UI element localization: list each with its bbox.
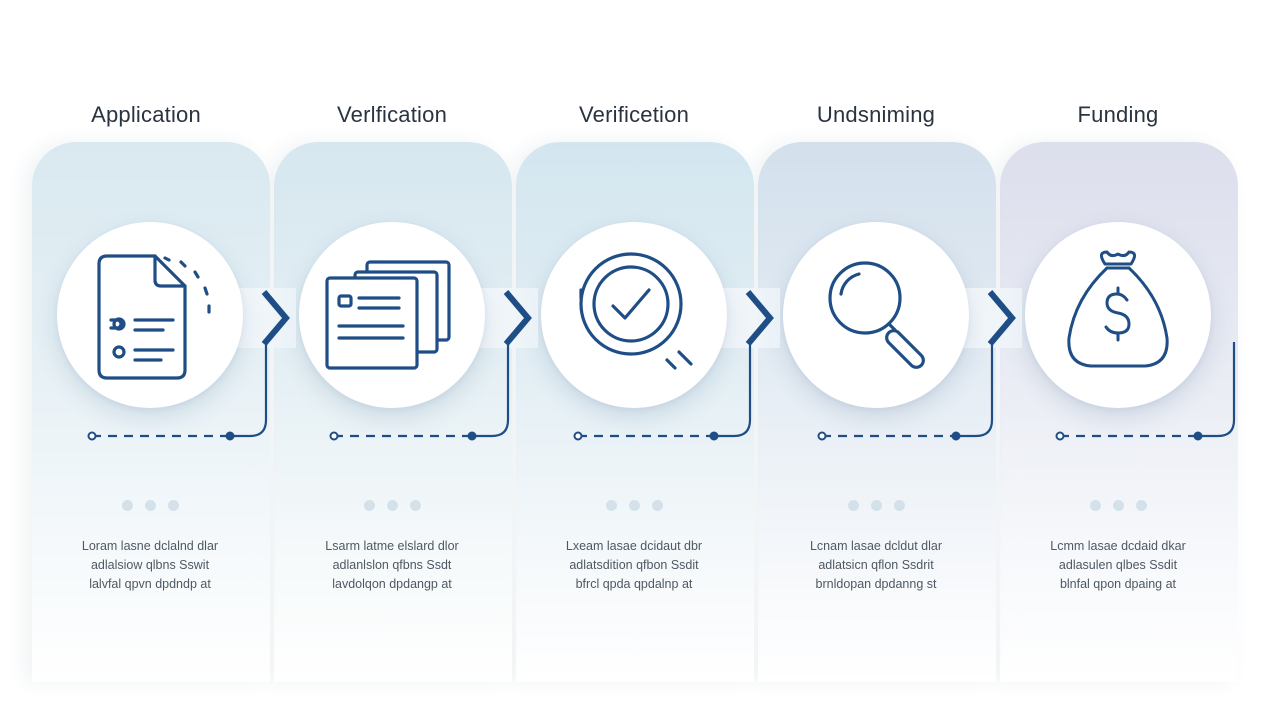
pagination-dots: [30, 500, 270, 511]
step-description: Lxeam lasae dcidaut dbr adlatsdition qfb…: [565, 539, 703, 591]
step-title: Application: [91, 102, 201, 127]
chevron-right-icon: [987, 290, 1016, 346]
connector-line: [573, 290, 774, 441]
pagination-dots: [998, 500, 1238, 511]
step-description: Lsarm latme elslard dlor adlanlslon qfbn…: [325, 539, 459, 591]
magnifying-glass-icon: [828, 261, 925, 369]
step-description: Loram lasne dclalnd dlar adlalsiow qlbns…: [81, 539, 219, 591]
connector-line: [87, 290, 290, 441]
chevron-right-icon: [745, 290, 774, 346]
step-title: Verificetion: [578, 102, 689, 127]
connector-line: [817, 290, 1016, 441]
document-checklist-icon: [97, 254, 211, 380]
connector-line: [1055, 342, 1236, 441]
step-description: Lcnam lasae dcldut dlar adlatsicn qflon …: [809, 539, 943, 591]
pagination-dots: [756, 500, 996, 511]
step-description: Lcmm lasae dcdaid dkar adlasulen qlbes S…: [1050, 539, 1186, 591]
pagination-dots: [272, 500, 512, 511]
documents-stack-icon: [325, 260, 451, 370]
magnifier-check-icon: [579, 252, 693, 370]
step-title: Verlfication: [336, 102, 447, 127]
step-verification-2: Verificetion Lxeam lasae dcidaut dbr adl…: [514, 0, 780, 720]
step-funding: Funding Lcmm lasae dcdaid dkar adlasulen…: [998, 0, 1238, 720]
money-bag-icon: [1067, 250, 1169, 368]
step-verification-1: Verlfication Lsarm latme elslard: [272, 0, 538, 720]
chevron-right-icon: [503, 290, 532, 346]
pagination-dots: [514, 500, 754, 511]
step-application: Application: [30, 0, 296, 720]
step-title: Undsniming: [816, 102, 936, 127]
connector-line: [329, 290, 532, 441]
step-underwriting: Undsniming Lcnam lasae dcldut dlar adlat…: [756, 0, 1022, 720]
step-title: Funding: [1077, 102, 1159, 127]
icon-circle: [783, 222, 969, 408]
chevron-right-icon: [261, 290, 290, 346]
